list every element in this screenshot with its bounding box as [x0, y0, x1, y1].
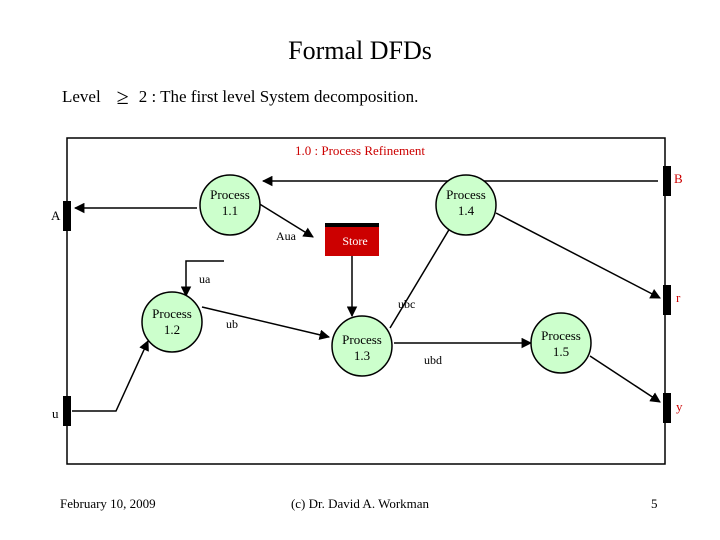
- process-1-1-name: Process: [210, 187, 250, 202]
- flow-label-ub: ub: [226, 317, 238, 331]
- process-1-2-name: Process: [152, 306, 192, 321]
- subtitle-suffix: 2 : The first level System decomposition…: [138, 87, 419, 106]
- process-1-5-name: Process: [541, 328, 581, 343]
- terminator-y-label: y: [676, 399, 683, 414]
- terminator-a-label: A: [51, 208, 61, 223]
- greater-equal-symbol: ≥: [116, 84, 129, 109]
- footer-credit: (c) Dr. David A. Workman: [290, 496, 430, 511]
- data-store[interactable]: Store: [325, 223, 379, 256]
- flow-label-ua: ua: [199, 272, 211, 286]
- subtitle-prefix: Level: [62, 87, 101, 106]
- flow-p14-to-r: [495, 212, 661, 299]
- process-1-2-number: 1.2: [164, 322, 180, 337]
- flow-ua: [180, 260, 224, 298]
- slide-subtitle: Level ≥2 : The first level System decompo…: [62, 84, 418, 110]
- flow-p11-to-store: [257, 202, 314, 238]
- process-1-3-number: 1.3: [354, 348, 370, 363]
- process-1-4-number: 1.4: [458, 203, 475, 218]
- terminator-u-label: u: [52, 406, 59, 421]
- terminator-b-label: B: [674, 171, 683, 186]
- process-1-5[interactable]: Process 1.5: [530, 312, 592, 374]
- diagram-frame-title: 1.0 : Process Refinement: [295, 143, 425, 158]
- terminator-bar-b: [663, 166, 671, 196]
- store-label: Store: [342, 234, 367, 248]
- process-1-1-number: 1.1: [222, 203, 238, 218]
- flow-p12-to-p13: [201, 306, 331, 340]
- terminator-bar-y: [663, 393, 671, 423]
- flow-label-ubc: ubc: [398, 297, 415, 311]
- flow-label-ubd: ubd: [424, 353, 442, 367]
- flow-u-to-p12: [72, 340, 149, 412]
- footer-date: February 10, 2009: [60, 496, 156, 511]
- terminator-r-label: r: [676, 290, 681, 305]
- process-1-3[interactable]: Process 1.3: [331, 315, 393, 377]
- flow-p15-to-y: [589, 355, 661, 403]
- process-1-3-name: Process: [342, 332, 382, 347]
- process-1-2[interactable]: Process 1.2: [141, 291, 203, 353]
- page-number: 5: [651, 496, 658, 511]
- process-1-4-name: Process: [446, 187, 486, 202]
- process-1-5-number: 1.5: [553, 344, 569, 359]
- process-1-1[interactable]: Process 1.1: [199, 174, 261, 236]
- terminator-bar-a: [63, 201, 71, 231]
- process-1-4[interactable]: Process 1.4: [435, 174, 497, 236]
- flow-label-aua: Aua: [276, 229, 297, 243]
- terminator-bar-r: [663, 285, 671, 315]
- terminator-bar-u: [63, 396, 71, 426]
- slide-title: Formal DFDs: [288, 36, 432, 65]
- flow-p13-to-p14: [389, 217, 457, 329]
